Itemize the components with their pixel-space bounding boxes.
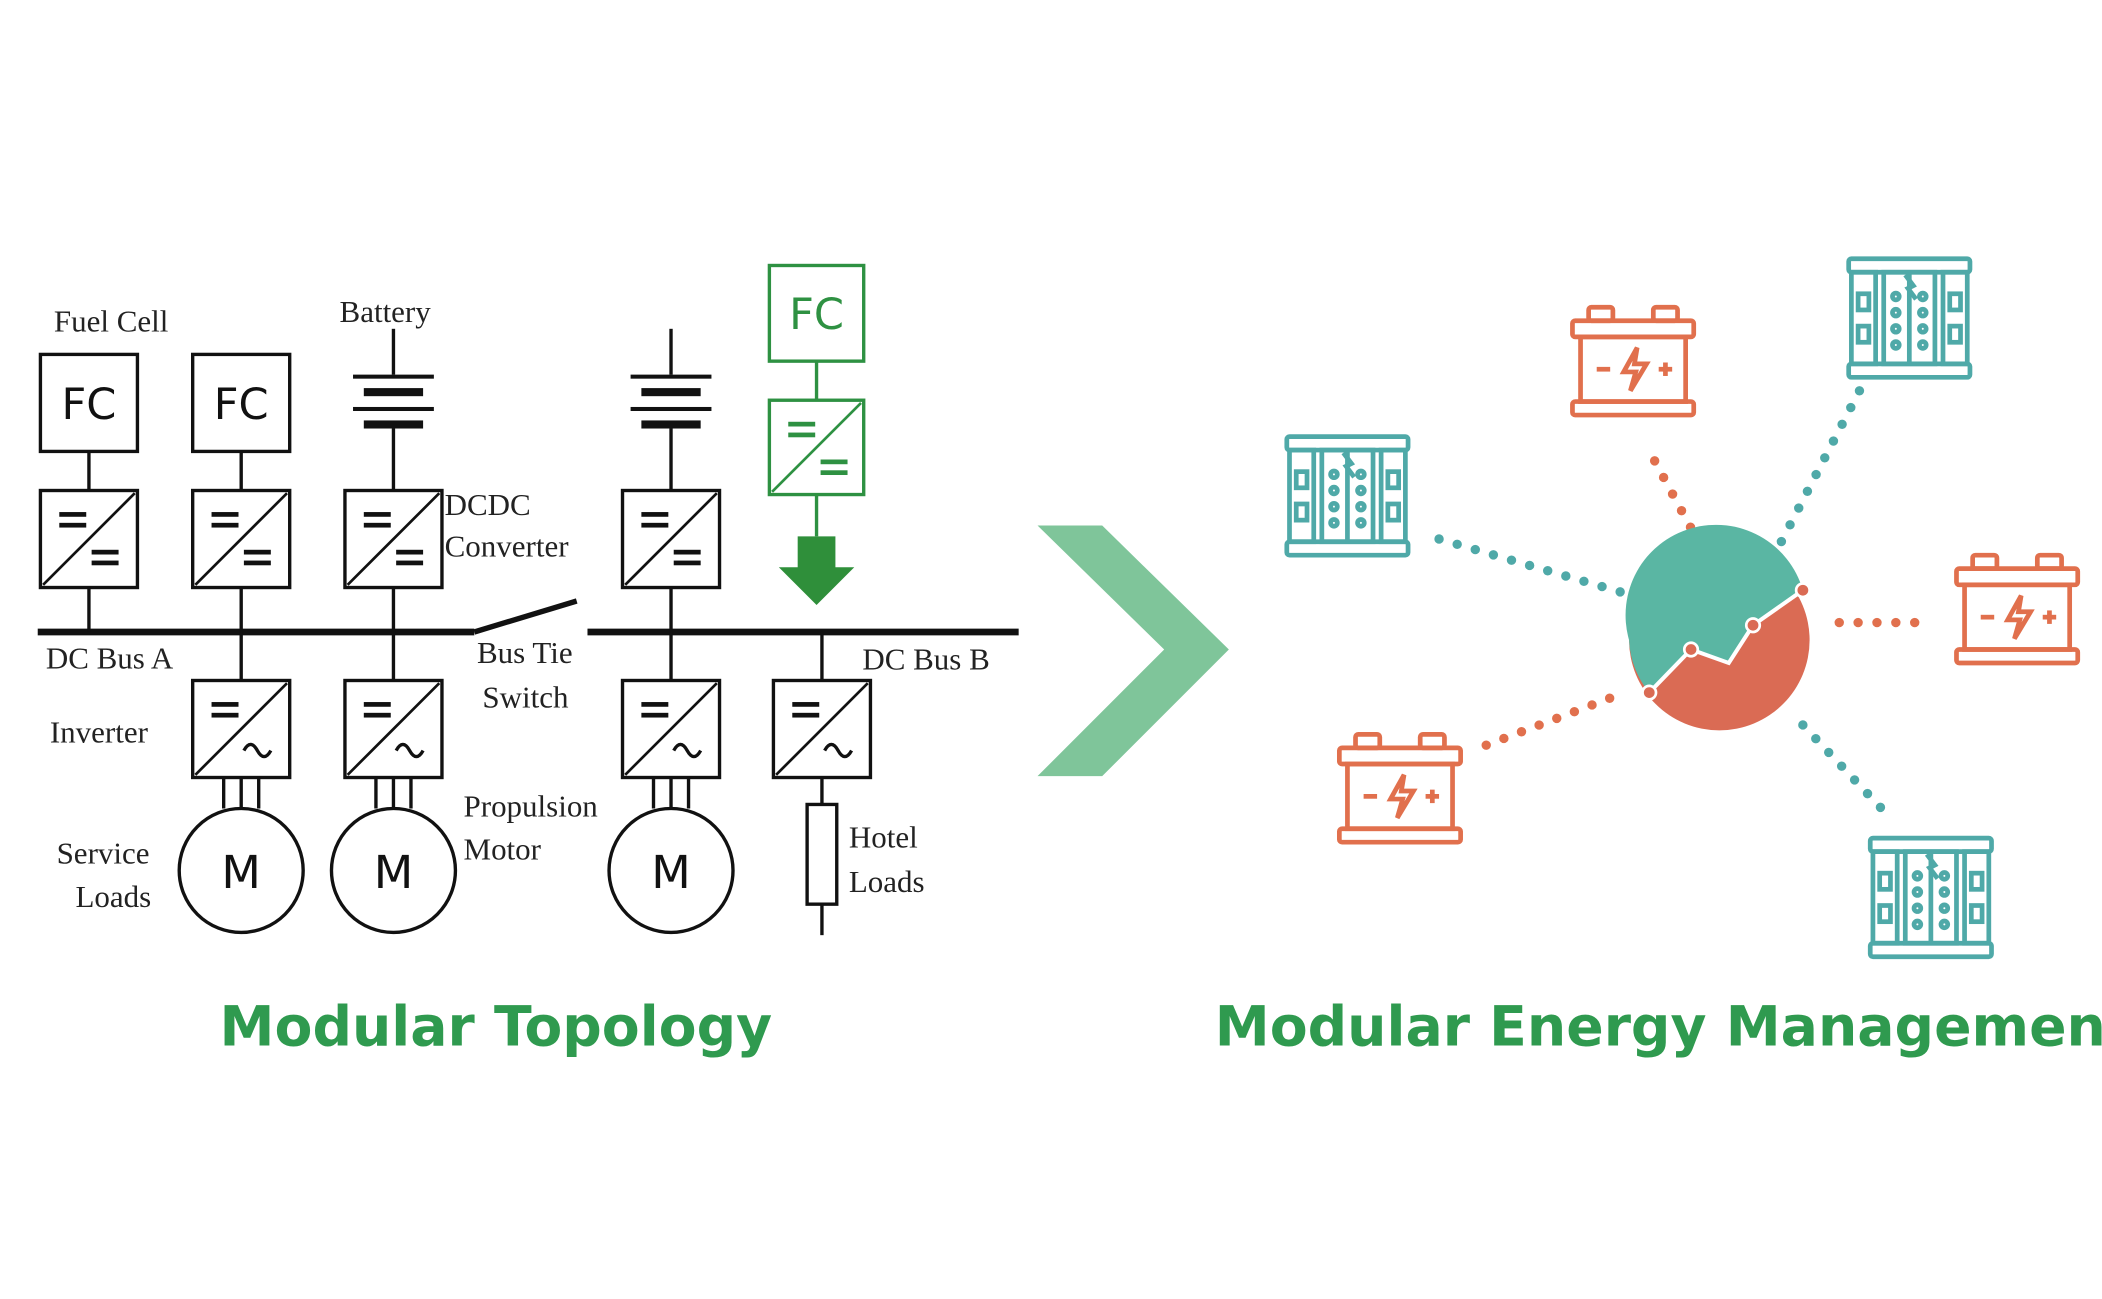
dc-bus-b-label: DC Bus B — [862, 642, 989, 677]
converter-dcac-icon — [343, 678, 444, 780]
service-loads-label-line2: Loads — [75, 879, 151, 914]
caption-modular-energy-management: Modular Energy Management — [1215, 996, 2102, 1060]
fuel-cell-branch-2: FC M — [177, 352, 305, 935]
caption-modular-topology: Modular Topology — [220, 996, 773, 1060]
fuel-cell-branch-1: FC — [38, 352, 140, 632]
hotel-loads-label-line2: Loads — [849, 864, 925, 899]
converter-dcac-icon — [190, 678, 292, 780]
bus-tie-label-line2: Switch — [482, 679, 569, 714]
converter-dcac-icon — [620, 678, 722, 780]
converter-dcdc-icon — [38, 488, 140, 590]
battery-branch-a: M — [329, 327, 458, 935]
fuel-cell-box — [38, 352, 140, 454]
battery-cell-icon — [628, 327, 714, 493]
motor-symbol: M — [221, 845, 261, 899]
fuel-cell-stack-icon — [1849, 259, 1970, 378]
motor-symbol: M — [374, 845, 414, 899]
schematic: Fuel Cell Battery DCDC Converter DC Bus … — [37, 263, 1019, 936]
car-battery-icon — [1339, 734, 1460, 842]
hotel-loads-branch — [771, 631, 873, 936]
fuel-cell-label: Fuel Cell — [54, 304, 168, 339]
battery-cell-icon — [351, 327, 436, 493]
added-fc-symbol: FC — [789, 290, 844, 340]
converter-dcdc-icon — [620, 488, 722, 590]
fuel-cell-stack-icon — [1870, 838, 1991, 957]
bus-tie-label-line1: Bus Tie — [477, 635, 573, 670]
fc-symbol: FC — [214, 380, 269, 430]
converter-dcac-icon — [771, 678, 873, 780]
car-battery-icon — [1956, 555, 2077, 663]
down-arrow-icon — [778, 536, 855, 606]
motor-circle — [329, 806, 458, 935]
battery-branch-b: M — [607, 327, 735, 935]
fuel-cell-stack-icon — [1287, 437, 1408, 556]
dcdc-label-line2: Converter — [445, 529, 570, 564]
dcdc-label-line1: DCDC — [445, 487, 531, 522]
chevron-right-icon — [1037, 525, 1229, 777]
propulsion-motor-label-line1: Propulsion — [464, 789, 599, 824]
bus-tie-switch-line — [473, 598, 578, 635]
service-loads-label-line1: Service — [57, 836, 150, 871]
hotel-loads-label-line1: Hotel — [849, 820, 918, 855]
motor-symbol: M — [651, 845, 691, 899]
battery-label: Battery — [340, 294, 432, 329]
hotel-load-resistor — [805, 802, 839, 906]
motor-circle — [177, 806, 305, 935]
fc-symbol: FC — [61, 380, 116, 430]
converter-dcdc-icon — [343, 488, 444, 590]
pie-chart-icon — [1625, 524, 1811, 731]
added-fuel-cell-module: FC — [767, 263, 866, 606]
dc-bus-a-label: DC Bus A — [46, 640, 174, 675]
energy-management-graphic — [1287, 259, 2078, 957]
motor-circle — [607, 806, 735, 935]
car-battery-icon — [1572, 307, 1693, 415]
propulsion-motor-label-line2: Motor — [464, 832, 542, 867]
dotted-connectors — [1434, 386, 1935, 822]
converter-dcdc-icon — [190, 488, 292, 590]
inverter-label: Inverter — [50, 714, 149, 749]
